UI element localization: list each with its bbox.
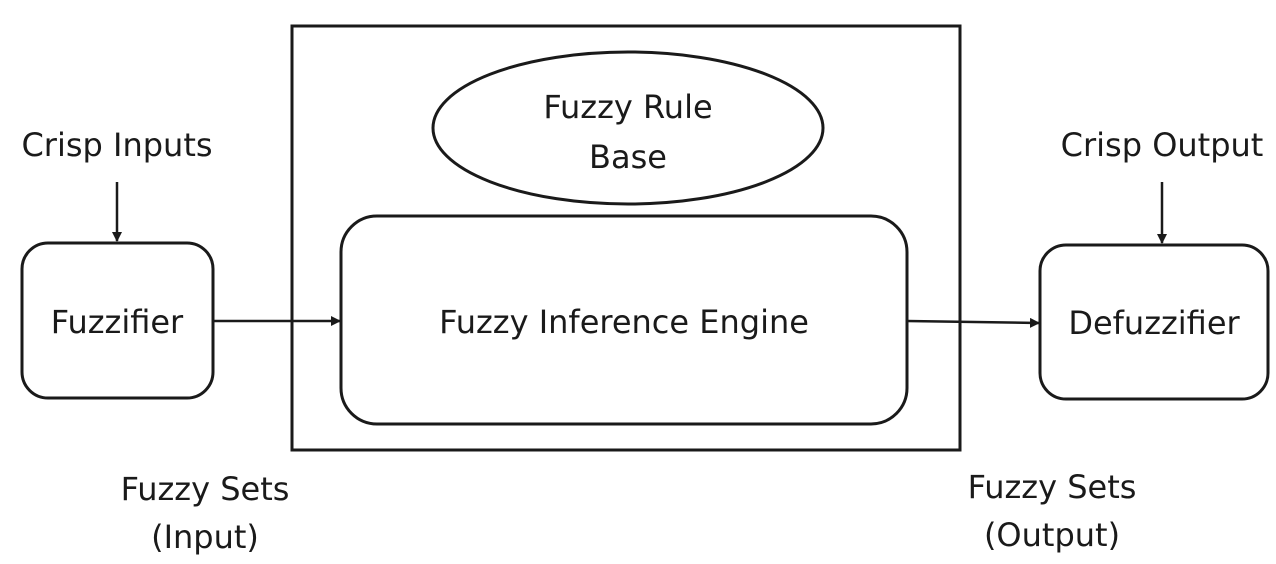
- crisp-output-label: Crisp Output: [1061, 126, 1264, 164]
- fuzzy-rule-base-label-line1: Fuzzy Rule: [543, 88, 712, 126]
- fuzzy-inference-engine-label: Fuzzy Inference Engine: [439, 303, 809, 341]
- defuzzifier-label: Defuzzifier: [1068, 304, 1240, 342]
- crisp-inputs-label: Crisp Inputs: [21, 126, 212, 164]
- fuzzy-sets-output-label-line2: (Output): [984, 516, 1120, 554]
- fuzzy-inference-engine-node: [339, 214, 909, 426]
- defuzzifier-node: [1038, 243, 1270, 401]
- fuzzy-sets-input-label-line1: Fuzzy Sets: [121, 470, 290, 508]
- engine-to-defuzzifier-arrow: [906, 317, 1040, 328]
- fuzzy-sets-output-label-line1: Fuzzy Sets: [968, 468, 1137, 506]
- fuzzy-rule-base-label-line2: Base: [589, 138, 667, 176]
- fuzzifier-label: Fuzzifier: [51, 303, 184, 341]
- fuzzy-rule-base-node: [431, 50, 825, 206]
- fuzzy-sets-input-label-line2: (Input): [151, 518, 259, 556]
